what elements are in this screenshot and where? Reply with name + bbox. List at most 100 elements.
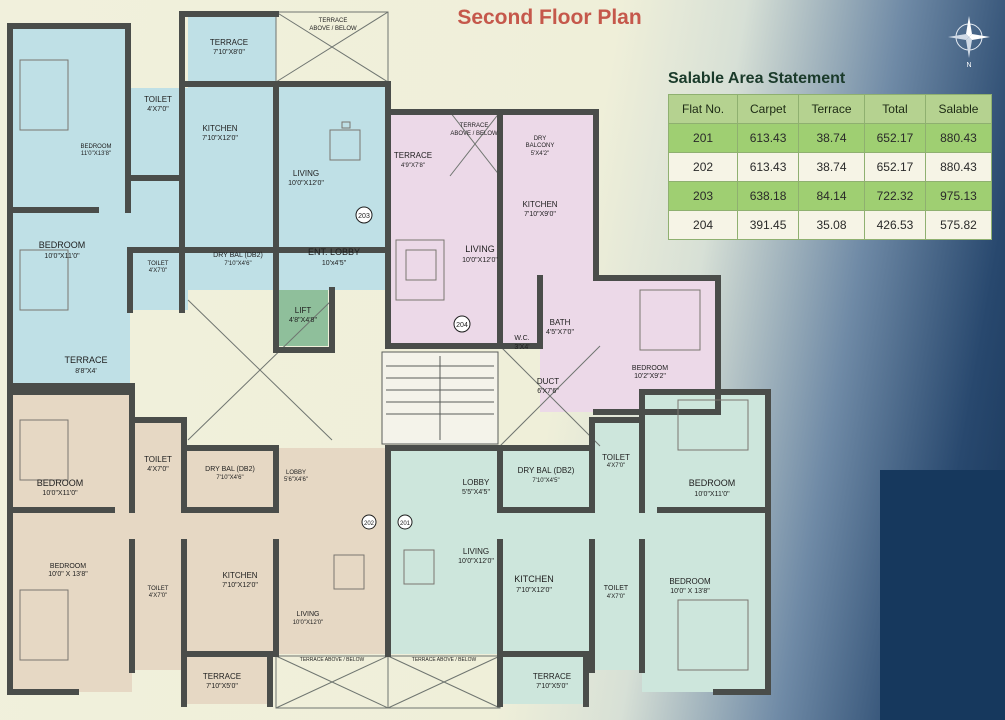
room-dim: 7'10"X4'5": [532, 478, 559, 484]
room-dim: BALCONY: [526, 143, 555, 149]
room-dim: 7'10"X4'6": [216, 475, 243, 481]
table-cell: 975.13: [924, 181, 993, 211]
room-dim: 5'X4'2": [531, 151, 549, 157]
table-cell: 391.45: [737, 210, 799, 240]
room-label: BATH: [550, 318, 571, 327]
room-label: TERRACE: [460, 123, 489, 129]
area-header-row: Flat No. Carpet Terrace Total Salable: [667, 94, 993, 124]
room-dim: 7'10"X12'0": [202, 135, 238, 142]
room-label: TOILET: [602, 453, 630, 462]
room-dim: 4'X7'0": [607, 594, 625, 600]
room-label: BEDROOM: [689, 478, 736, 488]
page-title: Second Floor Plan: [0, 6, 1005, 30]
room-label: TERRACE ABOVE / BELOW: [300, 657, 365, 663]
flat-badge-201: 201: [400, 521, 411, 527]
room-dim: 4'X7'0": [147, 466, 169, 473]
room-dim: 10'0" X 13'8": [48, 571, 88, 578]
room-label: KITCHEN: [222, 571, 257, 580]
room-dim: 7'10"X4'6": [224, 261, 251, 267]
room-label: LIVING: [463, 547, 489, 556]
table-cell: 84.14: [798, 181, 865, 211]
room-label: BEDROOM: [80, 144, 111, 150]
flat-204-area: [388, 112, 718, 412]
room-label: TOILET: [604, 585, 629, 592]
room-label: TERRACE: [210, 38, 248, 47]
room-label: TOILET: [148, 586, 169, 592]
flat-202-area: [10, 392, 388, 704]
page-title-text: Second Floor Plan: [457, 6, 642, 29]
room-dim: 4'X7'0": [149, 593, 167, 599]
room-dim: 4'9"X7'8": [401, 163, 425, 169]
flat-203-area: [10, 14, 388, 386]
room-dim: 10'0"X11'0": [42, 490, 78, 497]
room-label: KITCHEN: [522, 200, 557, 209]
walls: [7, 11, 771, 707]
room-label: TERRACE: [394, 151, 432, 160]
room-label: DRY: [534, 136, 547, 142]
open-terrace-bottom: [275, 655, 501, 709]
room-label: DUCT: [537, 377, 559, 386]
room-dim: 4'X7'0": [147, 106, 169, 113]
room-dim: 4'5"X7'0": [546, 329, 574, 336]
table-row: 202 613.43 38.74 652.17 880.43: [667, 152, 993, 182]
room-label: DRY BAL (DB2): [213, 252, 263, 259]
area-header-salable: Salable: [924, 94, 993, 124]
room-dim: 8'8"X4': [75, 368, 97, 375]
table-cell: 575.82: [924, 210, 993, 240]
room-label: LIFT: [295, 306, 312, 315]
area-statement-title: Salable Area Statement: [668, 70, 846, 87]
room-dim: 7'10"X12'0": [516, 587, 552, 594]
table-cell: 202: [667, 152, 739, 182]
table-cell: 613.43: [737, 123, 799, 153]
room-dim: ABOVE / BELOW: [450, 131, 498, 137]
lift-shaft: [278, 290, 328, 346]
room-dim: 10'x4'5": [322, 260, 347, 267]
table-row: 201 613.43 38.74 652.17 880.43: [667, 123, 993, 153]
area-header-flat: Flat No.: [667, 94, 739, 124]
compass-north-label: N: [966, 62, 971, 69]
table-cell: 35.08: [798, 210, 865, 240]
table-cell: 880.43: [924, 123, 993, 153]
room-label: KITCHEN: [514, 574, 554, 584]
flat-badge-203: 203: [358, 213, 370, 220]
room-dim: 6'X7'6": [537, 388, 559, 395]
room-label: LOBBY: [286, 470, 306, 476]
table-row: 204 391.45 35.08 426.53 575.82: [667, 210, 993, 240]
room-dim: 10'0"X12'0": [462, 257, 498, 264]
room-dim: 10'0" X 13'8": [670, 588, 710, 595]
room-label: LIVING: [297, 611, 320, 618]
room-dim: 10'0"X12'0": [288, 180, 324, 187]
room-label: DRY BAL (DB2): [205, 466, 255, 473]
room-dim: 7'10"X8'0": [213, 49, 245, 56]
room-dim: 11'0"X13'8": [81, 151, 111, 157]
area-statement-table: Flat No. Carpet Terrace Total Salable 20…: [667, 94, 993, 240]
table-cell: 426.53: [864, 210, 926, 240]
table-cell: 613.43: [737, 152, 799, 182]
table-cell: 203: [667, 181, 739, 211]
room-label: W.C.: [514, 335, 529, 342]
room-label: BEDROOM: [632, 365, 668, 372]
flat-badge-202: 202: [364, 521, 375, 527]
room-dim: 7'10"X5'0": [206, 683, 238, 690]
room-label: BEDROOM: [39, 240, 86, 250]
area-header-total: Total: [864, 94, 926, 124]
decorative-navy-panel: [880, 470, 1005, 720]
staircase: [381, 351, 499, 445]
room-dim: 5'6"X4'6": [284, 477, 308, 483]
room-label: KITCHEN: [202, 124, 237, 133]
table-cell: 204: [667, 210, 739, 240]
room-dim: 4'X7'0": [149, 268, 167, 274]
area-header-terrace: Terrace: [798, 94, 865, 124]
room-dim: 7'10"X5'0": [536, 683, 568, 690]
flat-badge-204: 204: [456, 322, 468, 329]
room-dim: 4'8"X4'8": [289, 317, 317, 324]
room-label: TERRACE: [319, 18, 348, 24]
room-label: TERRACE ABOVE / BELOW: [412, 657, 477, 663]
room-dim: 10'0"X12'0": [293, 620, 324, 626]
open-void-centre: [187, 111, 601, 447]
room-label: LOBBY: [463, 478, 490, 487]
table-cell: 38.74: [798, 152, 865, 182]
room-dim: 10'2"X9'2": [634, 373, 666, 380]
room-label: BEDROOM: [37, 478, 84, 488]
